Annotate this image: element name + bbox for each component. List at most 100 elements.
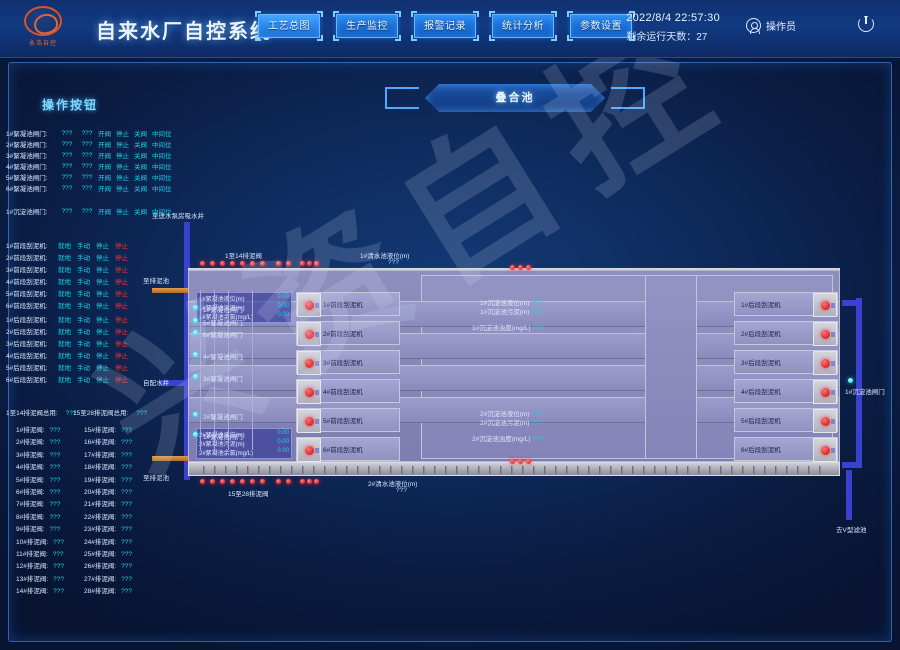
btn-manual[interactable]: 手动 [77, 303, 90, 310]
btn-middle[interactable]: 中间位 [152, 142, 172, 149]
btn-stop[interactable]: 停止 [96, 329, 109, 336]
flow-valve-row[interactable]: 8#排泥阀:??? [16, 511, 60, 521]
rear-scraper-unit[interactable]: 1#后段刮泥机 [734, 292, 838, 317]
front-scraper-unit[interactable]: 4#前段刮泥机 [296, 379, 400, 404]
sidebar-front-scraper-row[interactable]: 4#前段刮泥机: 就地 手动 停止 停止 [6, 276, 134, 286]
front-scraper-unit[interactable]: 5#前段刮泥机 [296, 408, 400, 433]
btn-stop[interactable]: 停止 [116, 209, 129, 216]
btn-stop[interactable]: 停止 [96, 341, 109, 348]
front-scraper-unit[interactable]: 1#前段刮泥机 [296, 292, 400, 317]
btn-open[interactable]: 开阀 [98, 175, 111, 182]
nav-tab-alarm-records[interactable]: 报警记录 [411, 11, 479, 41]
nav-tab-production-monitor[interactable]: 生产监控 [333, 11, 401, 41]
btn-stop[interactable]: 停止 [96, 255, 109, 262]
btn-local[interactable]: 就地 [58, 377, 71, 384]
flow-valve-row[interactable]: 23#排泥阀:??? [84, 523, 132, 533]
btn-open[interactable]: 开阀 [98, 186, 111, 193]
nav-tab-statistics[interactable]: 统计分析 [489, 11, 557, 41]
sidebar-floc-gate-row[interactable]: 6#絮凝池闸门: ??? ??? 开阀 停止 关阀 中间位 [6, 183, 177, 194]
flow-valve-row[interactable]: 25#排泥阀:??? [84, 548, 132, 558]
btn-middle[interactable]: 中间位 [152, 175, 172, 182]
front-scraper-unit[interactable]: 6#前段刮泥机 [296, 437, 400, 462]
flow-valve-row[interactable]: 28#排泥阀:??? [84, 585, 132, 595]
flow-valve-row[interactable]: 20#排泥阀:??? [84, 486, 132, 496]
sidebar-floc-gate-row[interactable]: 2#絮凝池闸门: ??? ??? 开阀 停止 关阀 中间位 [6, 139, 177, 150]
btn-local[interactable]: 就地 [58, 303, 71, 310]
btn-stop[interactable]: 停止 [116, 186, 129, 193]
flow-valve-row[interactable]: 15#排泥阀:??? [84, 424, 132, 434]
flow-valve-row[interactable]: 17#排泥阀:??? [84, 449, 132, 459]
flow-valve-row[interactable]: 18#排泥阀:??? [84, 461, 132, 471]
flow-valve-row[interactable]: 11#排泥阀:??? [16, 548, 64, 558]
sidebar-front-scraper-row[interactable]: 1#前段刮泥机: 就地 手动 停止 停止 [6, 240, 134, 250]
flow-valve-row[interactable]: 13#排泥阀:??? [16, 573, 64, 583]
front-scraper-unit[interactable]: 2#前段刮泥机 [296, 321, 400, 346]
sidebar-rear-scraper-row[interactable]: 4#后段刮泥机: 就地 手动 停止 停止 [6, 350, 134, 360]
flow-valve-row[interactable]: 14#排泥阀:??? [16, 585, 64, 595]
btn-local[interactable]: 就地 [58, 365, 71, 372]
btn-close[interactable]: 关阀 [134, 131, 147, 138]
rear-scraper-unit[interactable]: 5#后段刮泥机 [734, 408, 838, 433]
sidebar-front-scraper-row[interactable]: 5#前段刮泥机: 就地 手动 停止 停止 [6, 288, 134, 298]
btn-stop[interactable]: 停止 [96, 377, 109, 384]
sidebar-rear-scraper-row[interactable]: 6#后段刮泥机: 就地 手动 停止 停止 [6, 374, 134, 384]
btn-local[interactable]: 就地 [58, 317, 71, 324]
sidebar-rear-scraper-row[interactable]: 1#后段刮泥机: 就地 手动 停止 停止 [6, 314, 134, 324]
front-scraper-unit[interactable]: 3#前段刮泥机 [296, 350, 400, 375]
btn-local[interactable]: 就地 [58, 353, 71, 360]
flow-valve-row[interactable]: 12#排泥阀:??? [16, 560, 64, 570]
btn-manual[interactable]: 手动 [77, 267, 90, 274]
btn-middle[interactable]: 中间位 [152, 209, 172, 216]
btn-manual[interactable]: 手动 [77, 291, 90, 298]
sidebar-floc-gate-row[interactable]: 4#絮凝池闸门: ??? ??? 开阀 停止 关阀 中间位 [6, 161, 177, 172]
nav-tab-parameter-settings[interactable]: 参数设置 [567, 11, 635, 41]
sidebar-front-scraper-row[interactable]: 2#前段刮泥机: 就地 手动 停止 停止 [6, 252, 134, 262]
flow-valve-row[interactable]: 6#排泥阀:??? [16, 486, 60, 496]
btn-stop[interactable]: 停止 [116, 142, 129, 149]
sidebar-floc-gate-row[interactable]: 3#絮凝池闸门: ??? ??? 开阀 停止 关阀 中间位 [6, 150, 177, 161]
btn-manual[interactable]: 手动 [77, 365, 90, 372]
sidebar-sed-gate-row[interactable]: 1#沉淀池闸门: ??? ??? 开阀 停止 关阀 中间位 [6, 206, 177, 217]
sidebar-front-scraper-row[interactable]: 3#前段刮泥机: 就地 手动 停止 停止 [6, 264, 134, 274]
btn-stop[interactable]: 停止 [116, 153, 129, 160]
flow-valve-row[interactable]: 2#排泥阀:??? [16, 436, 60, 446]
btn-stop[interactable]: 停止 [116, 164, 129, 171]
rear-scraper-unit[interactable]: 4#后段刮泥机 [734, 379, 838, 404]
btn-close[interactable]: 关阀 [134, 164, 147, 171]
flow-valve-row[interactable]: 7#排泥阀:??? [16, 498, 60, 508]
btn-close[interactable]: 关阀 [134, 175, 147, 182]
btn-manual[interactable]: 手动 [77, 279, 90, 286]
btn-manual[interactable]: 手动 [77, 353, 90, 360]
btn-local[interactable]: 就地 [58, 243, 71, 250]
btn-stop[interactable]: 停止 [96, 353, 109, 360]
btn-local[interactable]: 就地 [58, 279, 71, 286]
btn-close[interactable]: 关阀 [134, 209, 147, 216]
flow-valve-row[interactable]: 3#排泥阀:??? [16, 449, 60, 459]
btn-open[interactable]: 开阀 [98, 153, 111, 160]
btn-stop[interactable]: 停止 [96, 303, 109, 310]
btn-stop[interactable]: 停止 [96, 317, 109, 324]
flow-valve-row[interactable]: 4#排泥阀:??? [16, 461, 60, 471]
btn-local[interactable]: 就地 [58, 341, 71, 348]
flow-valve-row[interactable]: 5#排泥阀:??? [16, 474, 60, 484]
btn-stop[interactable]: 停止 [96, 365, 109, 372]
btn-local[interactable]: 就地 [58, 255, 71, 262]
btn-open[interactable]: 开阀 [98, 142, 111, 149]
btn-middle[interactable]: 中间位 [152, 164, 172, 171]
flow-valve-row[interactable]: 26#排泥阀:??? [84, 560, 132, 570]
btn-local[interactable]: 就地 [58, 267, 71, 274]
btn-manual[interactable]: 手动 [77, 243, 90, 250]
btn-stop[interactable]: 停止 [96, 267, 109, 274]
btn-manual[interactable]: 手动 [77, 341, 90, 348]
rear-scraper-unit[interactable]: 6#后段刮泥机 [734, 437, 838, 462]
sidebar-rear-scraper-row[interactable]: 3#后段刮泥机: 就地 手动 停止 停止 [6, 338, 134, 348]
btn-manual[interactable]: 手动 [77, 255, 90, 262]
btn-manual[interactable]: 手动 [77, 329, 90, 336]
sidebar-rear-scraper-row[interactable]: 2#后段刮泥机: 就地 手动 停止 停止 [6, 326, 134, 336]
flow-valve-row[interactable]: 21#排泥阀:??? [84, 498, 132, 508]
btn-middle[interactable]: 中间位 [152, 153, 172, 160]
btn-stop[interactable]: 停止 [116, 131, 129, 138]
btn-middle[interactable]: 中间位 [152, 131, 172, 138]
rear-scraper-unit[interactable]: 3#后段刮泥机 [734, 350, 838, 375]
btn-manual[interactable]: 手动 [77, 317, 90, 324]
